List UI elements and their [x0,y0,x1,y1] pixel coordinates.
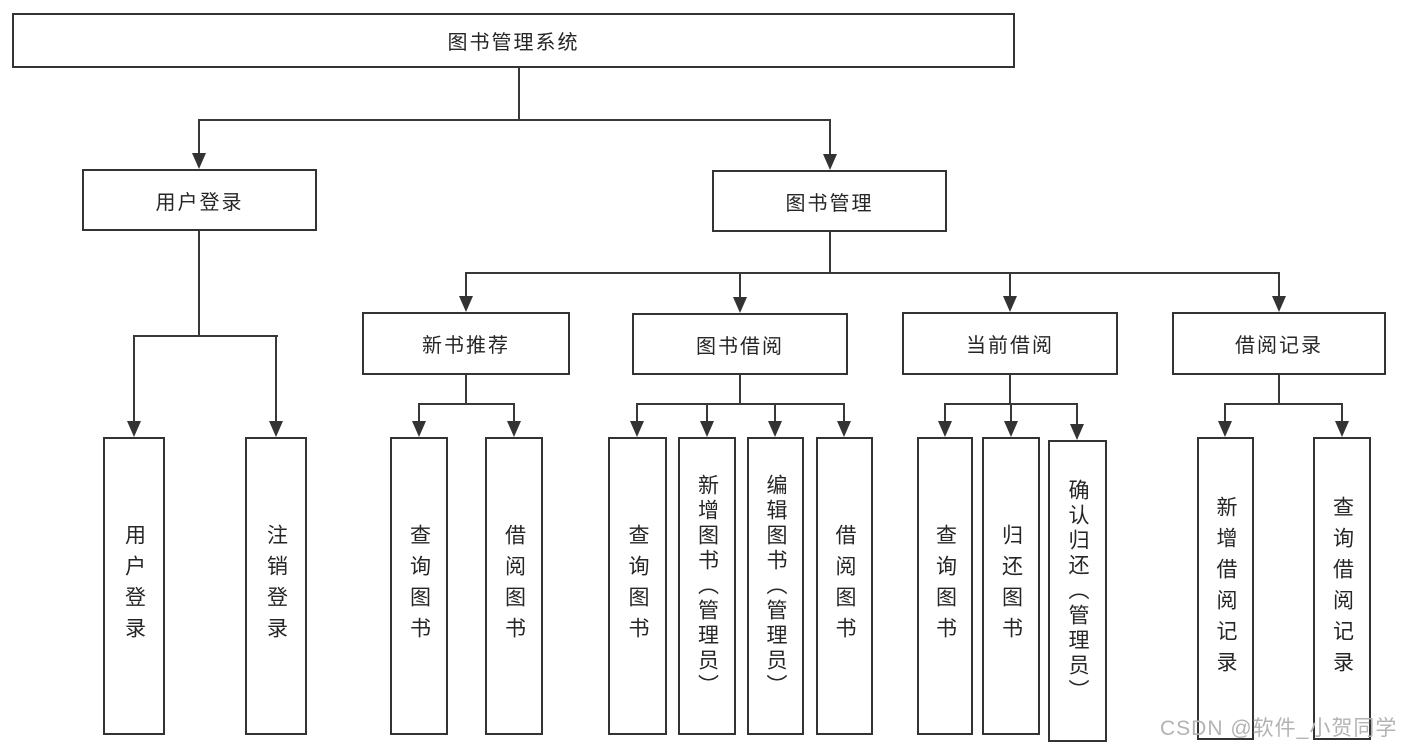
leaf-query-borrow-record: 查询借阅记录 [1313,437,1371,740]
connector-line [465,272,1280,274]
connector-line [636,403,638,422]
connector-line [1010,403,1012,422]
connector-line [739,272,741,298]
leaf-label: 查询借阅记录 [1330,495,1354,682]
leaf-add-borrow-record: 新增借阅记录 [1197,437,1254,740]
arrow-down-icon [412,421,426,437]
arrow-down-icon [733,297,747,313]
arrow-down-icon [938,421,952,437]
connector-line [198,231,200,336]
leaf-add-book-admin: 新增图书（管理员） [678,437,736,735]
connector-line [1278,272,1280,297]
node-book-management: 图书管理 [712,170,947,232]
arrow-down-icon [1004,421,1018,437]
leaf-label: 归还图书 [999,524,1023,648]
leaf-borrow-borrow-books: 借阅图书 [816,437,873,735]
node-borrow-records: 借阅记录 [1172,312,1386,375]
leaf-recommend-borrow-books: 借阅图书 [485,437,543,735]
arrow-down-icon [1003,296,1017,312]
arrow-down-icon [1272,296,1286,312]
connector-line [133,335,135,422]
arrow-down-icon [459,296,473,312]
connector-line [275,335,277,422]
connector-line [944,403,946,422]
leaf-label: 借阅图书 [502,524,526,648]
connector-line [518,66,520,120]
connector-line [1009,272,1011,297]
leaf-confirm-return-admin: 确认归还（管理员） [1048,440,1107,742]
connector-line [133,335,278,337]
leaf-edit-book-admin: 编辑图书（管理员） [747,437,804,735]
arrow-down-icon [823,154,837,170]
arrow-down-icon [1070,424,1084,440]
leaf-label: 查询图书 [933,524,957,648]
arrow-down-icon [192,153,206,169]
node-book-borrow: 图书借阅 [632,313,848,375]
leaf-current-query-books: 查询图书 [917,437,973,735]
leaf-label: 用户登录 [122,524,146,648]
leaf-user-login: 用户登录 [103,437,165,735]
leaf-return-books: 归还图书 [982,437,1040,735]
connector-line [465,375,467,404]
node-user-login: 用户登录 [82,169,317,231]
leaf-label: 注销登录 [264,524,288,648]
leaf-label: 编辑图书（管理员） [764,473,787,699]
leaf-borrow-query-books: 查询图书 [608,437,667,735]
connector-line [198,119,200,154]
connector-line [1341,403,1343,422]
arrow-down-icon [269,421,283,437]
leaf-recommend-query-books: 查询图书 [390,437,448,735]
leaf-label: 查询图书 [626,524,649,648]
leaf-label: 查询图书 [407,524,431,648]
connector-line [774,403,776,422]
node-new-book-recommend: 新书推荐 [362,312,570,375]
connector-line [1224,403,1226,422]
node-current-borrow: 当前借阅 [902,312,1118,375]
arrow-down-icon [127,421,141,437]
connector-line [843,403,845,422]
connector-line [706,403,708,422]
connector-line [1076,403,1078,425]
connector-line [1224,403,1343,405]
arrow-down-icon [768,421,782,437]
leaf-label: 新增图书（管理员） [695,473,719,699]
connector-line [636,403,845,405]
connector-line [418,403,515,405]
arrow-down-icon [507,421,521,437]
arrow-down-icon [700,421,714,437]
csdn-watermark: CSDN @软件_小贺同学 [1160,717,1398,740]
connector-line [829,232,831,273]
leaf-label: 新增借阅记录 [1214,495,1237,682]
connector-line [1278,375,1280,404]
connector-line [829,119,831,155]
leaf-label: 借阅图书 [833,524,856,648]
connector-line [513,403,515,422]
arrow-down-icon [1335,421,1349,437]
leaf-logout: 注销登录 [245,437,307,735]
connector-line [1009,375,1011,404]
connector-line [418,403,420,422]
arrow-down-icon [1218,421,1232,437]
node-root-library-system: 图书管理系统 [12,13,1015,68]
arrow-down-icon [837,421,851,437]
connector-line [198,119,831,121]
leaf-label: 确认归还（管理员） [1066,478,1089,704]
arrow-down-icon [630,421,644,437]
connector-line [465,272,467,297]
connector-line [739,375,741,404]
